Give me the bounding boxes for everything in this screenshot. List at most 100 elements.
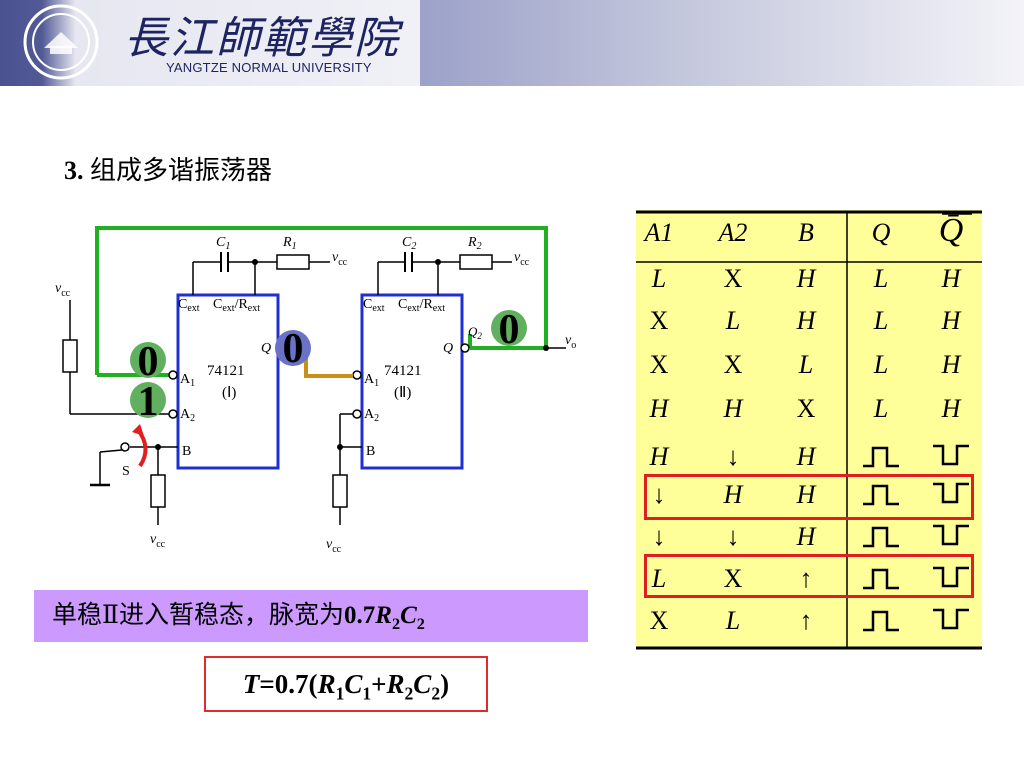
switch-s — [99, 449, 123, 453]
section-title: 3. 组成多谐振荡器 — [64, 150, 272, 187]
vcc-label-1: vcc — [332, 250, 348, 268]
university-name-en: YANGTZE NORMAL UNIVERSITY — [166, 60, 372, 75]
switch-label: S — [122, 464, 130, 479]
tt-cell-r1-c5: H — [941, 264, 961, 293]
highlight-box-row6 — [644, 474, 974, 520]
university-name-cn: 長江師範學院 — [124, 13, 400, 64]
header-banner: 長江師範學院 YANGTZE NORMAL UNIVERSITY — [0, 0, 1024, 86]
highlight-box-row8 — [644, 554, 974, 598]
tt-cell-r4-c2: H — [723, 394, 743, 423]
state-q1-bubble: 0 — [275, 326, 311, 372]
tt-header-5: Q̄ — [938, 212, 964, 249]
chip2-pin-a1: A1 — [364, 372, 379, 389]
chip2-pin-a2: A2 — [364, 407, 379, 424]
positive-pulse-icon — [863, 526, 899, 548]
negative-pulse-icon — [933, 566, 969, 588]
tt-cell-r6-c1: ↓ — [652, 480, 666, 509]
tt-cell-r4-c5: H — [941, 394, 961, 423]
tt-cell-r6-c3: H — [796, 480, 816, 509]
positive-pulse-icon — [863, 484, 899, 506]
tt-cell-r4-c4: L — [873, 394, 889, 423]
tt-cell-r8-c1: L — [651, 564, 667, 593]
chip1-pin-a2: A2 — [180, 407, 195, 424]
state-q2-bubble: 0 — [491, 307, 527, 353]
chip2-model: 74121 — [384, 363, 422, 379]
tt-cell-r8-c5: ⎍ — [916, 564, 986, 599]
q2-label: Q2 — [468, 324, 482, 341]
tt-cell-r1-c4: L — [873, 264, 889, 293]
chip1-pin-q: Q — [261, 341, 271, 356]
chip1-model: 74121 — [207, 363, 245, 379]
svg-text:0: 0 — [138, 339, 159, 385]
tt-cell-r3-c3: L — [798, 350, 814, 379]
tt-cell-r7-c1: ↓ — [652, 522, 666, 551]
svg-text:0: 0 — [499, 307, 520, 353]
tt-cell-r7-c5: ⎍ — [916, 522, 986, 557]
tt-cell-r8-c3: ↑ — [799, 564, 813, 593]
chip-74121-1 — [176, 293, 280, 470]
tt-cell-r7-c4: ⎍ — [846, 522, 916, 557]
chip2-label: (Ⅱ) — [394, 385, 411, 401]
tt-cell-r6-c5: ⎍ — [916, 480, 986, 515]
tt-cell-r2-c3: H — [796, 306, 816, 335]
vcc-label-3: vcc — [55, 281, 71, 299]
vcc-label-5: vcc — [326, 537, 342, 555]
tt-cell-r9-c3: ↑ — [799, 606, 813, 635]
feedback-wire — [95, 226, 548, 375]
b-pullup-resistor — [150, 474, 166, 508]
tt-cell-r2-c1: X — [649, 306, 669, 335]
tt-cell-r7-c2: ↓ — [726, 522, 740, 551]
c2-label: C2 — [402, 235, 416, 252]
tt-cell-r9-c1: X — [649, 606, 669, 635]
section-title-text: 组成多谐振荡器 — [90, 156, 273, 185]
state-a2-bubble: 1 — [130, 379, 166, 425]
c1-label: C1 — [216, 235, 230, 252]
positive-pulse-icon — [863, 610, 899, 632]
tt-cell-r9-c4: ⎍ — [846, 606, 916, 641]
tt-cell-r5-c5: ⎍ — [916, 442, 986, 477]
section-number: 3. — [64, 156, 84, 185]
chip1-cext-label: Cext — [178, 297, 200, 314]
r1-label: R1 — [282, 235, 297, 252]
chip2-pullup-resistor — [332, 474, 348, 508]
vcc-label-2: vcc — [514, 250, 530, 268]
tt-cell-r3-c5: H — [941, 350, 961, 379]
circuit-diagram: Cext Cext/Rext 74121 (Ⅰ) A1 A2 B Q Cext … — [55, 226, 576, 555]
chip2-pin-q: Q — [443, 341, 453, 356]
a2-pullup-resistor — [62, 339, 78, 373]
tt-cell-r7-c3: H — [796, 522, 816, 551]
tt-header-2: A2 — [718, 218, 748, 247]
negative-pulse-icon — [933, 482, 969, 504]
tt-cell-r6-c2: H — [723, 480, 743, 509]
tt-cell-r9-c2: L — [725, 606, 741, 635]
chip1-label: (Ⅰ) — [222, 385, 236, 401]
tt-cell-r2-c4: L — [873, 306, 889, 335]
vcc-label-4: vcc — [150, 532, 166, 550]
tt-cell-r8-c2: X — [723, 564, 743, 593]
tt-cell-r5-c1: H — [649, 442, 669, 471]
tt-cell-r8-c4: ⎍ — [846, 564, 916, 599]
tt-cell-r1-c3: H — [796, 264, 816, 293]
tt-cell-r5-c3: H — [796, 442, 816, 471]
tt-cell-r4-c1: H — [649, 394, 669, 423]
chip1-pin-b: B — [182, 444, 191, 459]
chip1-cextrext-label: Cext/Rext — [213, 297, 260, 314]
tt-cell-r6-c4: ⎍ — [846, 480, 916, 515]
tt-header-1: A1 — [644, 218, 674, 247]
negative-pulse-icon — [933, 524, 969, 546]
tt-cell-r9-c5: ⎍ — [916, 606, 986, 641]
chip2-pin-b: B — [366, 444, 375, 459]
r2-label: R2 — [467, 235, 482, 252]
svg-text:0: 0 — [283, 326, 304, 372]
positive-pulse-icon — [863, 568, 899, 590]
switch-arrow-icon — [136, 428, 148, 468]
truth-table-lines — [636, 210, 982, 650]
chip2-cextrext-label: Cext/Rext — [398, 297, 445, 314]
tt-cell-r1-c2: X — [723, 264, 743, 293]
tt-cell-r5-c2: ↓ — [726, 442, 740, 471]
tt-cell-r3-c1: X — [649, 350, 669, 379]
negative-pulse-icon — [933, 444, 969, 466]
chip-74121-2 — [360, 293, 464, 470]
chip2-cext-label: Cext — [363, 297, 385, 314]
university-seal-icon — [23, 4, 99, 80]
